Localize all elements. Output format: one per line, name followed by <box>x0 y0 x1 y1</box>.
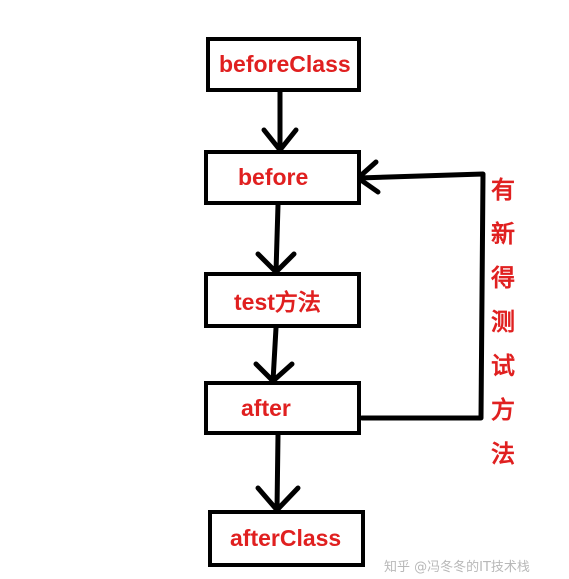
loop-connector <box>355 171 486 421</box>
node-test-method-label: test方法 <box>234 289 321 315</box>
arrow-before-to-test <box>255 202 297 275</box>
arrow-test-to-after <box>253 325 295 384</box>
node-before-label: before <box>238 164 309 190</box>
node-after: after <box>204 381 361 435</box>
node-after-label: after <box>241 394 291 421</box>
watermark: 知乎 @冯冬冬的IT技术栈 <box>384 560 530 575</box>
loop-label: 有 新 得 测 试 方 法 <box>491 176 515 468</box>
node-beforeclass: beforeClass <box>206 37 361 92</box>
node-afterclass: afterClass <box>208 510 365 567</box>
node-beforeclass-label: beforeClass <box>219 51 351 77</box>
arrow-beforeclass-to-before <box>261 89 299 153</box>
node-afterclass-label: afterClass <box>230 525 342 551</box>
node-test-method: test方法 <box>204 272 361 328</box>
node-before: before <box>204 150 361 205</box>
arrow-after-to-afterclass <box>255 432 301 513</box>
